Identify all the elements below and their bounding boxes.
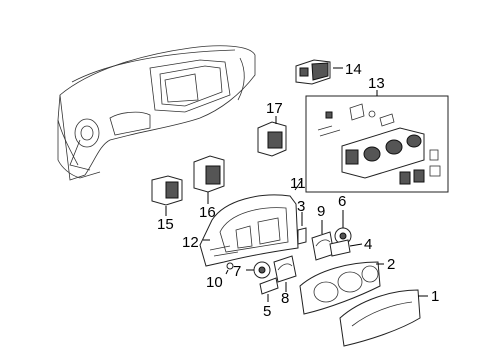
part-9-gauge bbox=[311, 220, 335, 261]
part-15-switch bbox=[151, 175, 183, 216]
part-17-switch bbox=[257, 116, 287, 157]
part-5-bracket bbox=[259, 277, 279, 302]
part-11-cluster-housing bbox=[199, 179, 303, 267]
callout-6: 6 bbox=[338, 193, 346, 210]
callout-17: 17 bbox=[266, 100, 283, 117]
callout-7: 7 bbox=[233, 263, 241, 280]
callout-5: 5 bbox=[263, 303, 271, 320]
part-4-gauge bbox=[329, 239, 363, 257]
part-7-gauge bbox=[246, 261, 271, 279]
dashboard-panel bbox=[57, 45, 256, 181]
callout-2: 2 bbox=[387, 256, 395, 273]
callout-9: 9 bbox=[317, 203, 325, 220]
part-3-socket bbox=[297, 212, 307, 245]
part-14-switch bbox=[295, 59, 343, 85]
callout-13: 13 bbox=[368, 75, 385, 92]
part-10-screw bbox=[225, 262, 234, 275]
part-16-switch bbox=[193, 155, 225, 204]
callout-1: 1 bbox=[431, 288, 439, 305]
callout-11: 11 bbox=[290, 175, 306, 192]
part-13-climate-control bbox=[305, 90, 449, 193]
part-2-bezel bbox=[299, 261, 384, 315]
callout-3: 3 bbox=[297, 198, 305, 215]
callout-8: 8 bbox=[281, 290, 289, 307]
callout-4: 4 bbox=[364, 236, 372, 253]
part-6-gauge bbox=[334, 210, 352, 245]
part-8-gauge bbox=[273, 255, 297, 292]
callout-10: 10 bbox=[206, 274, 223, 291]
callout-12: 12 bbox=[182, 234, 199, 251]
part-1-lens bbox=[339, 289, 428, 347]
callout-14: 14 bbox=[345, 61, 362, 78]
callout-16: 16 bbox=[199, 204, 216, 221]
callout-15: 15 bbox=[157, 216, 174, 233]
